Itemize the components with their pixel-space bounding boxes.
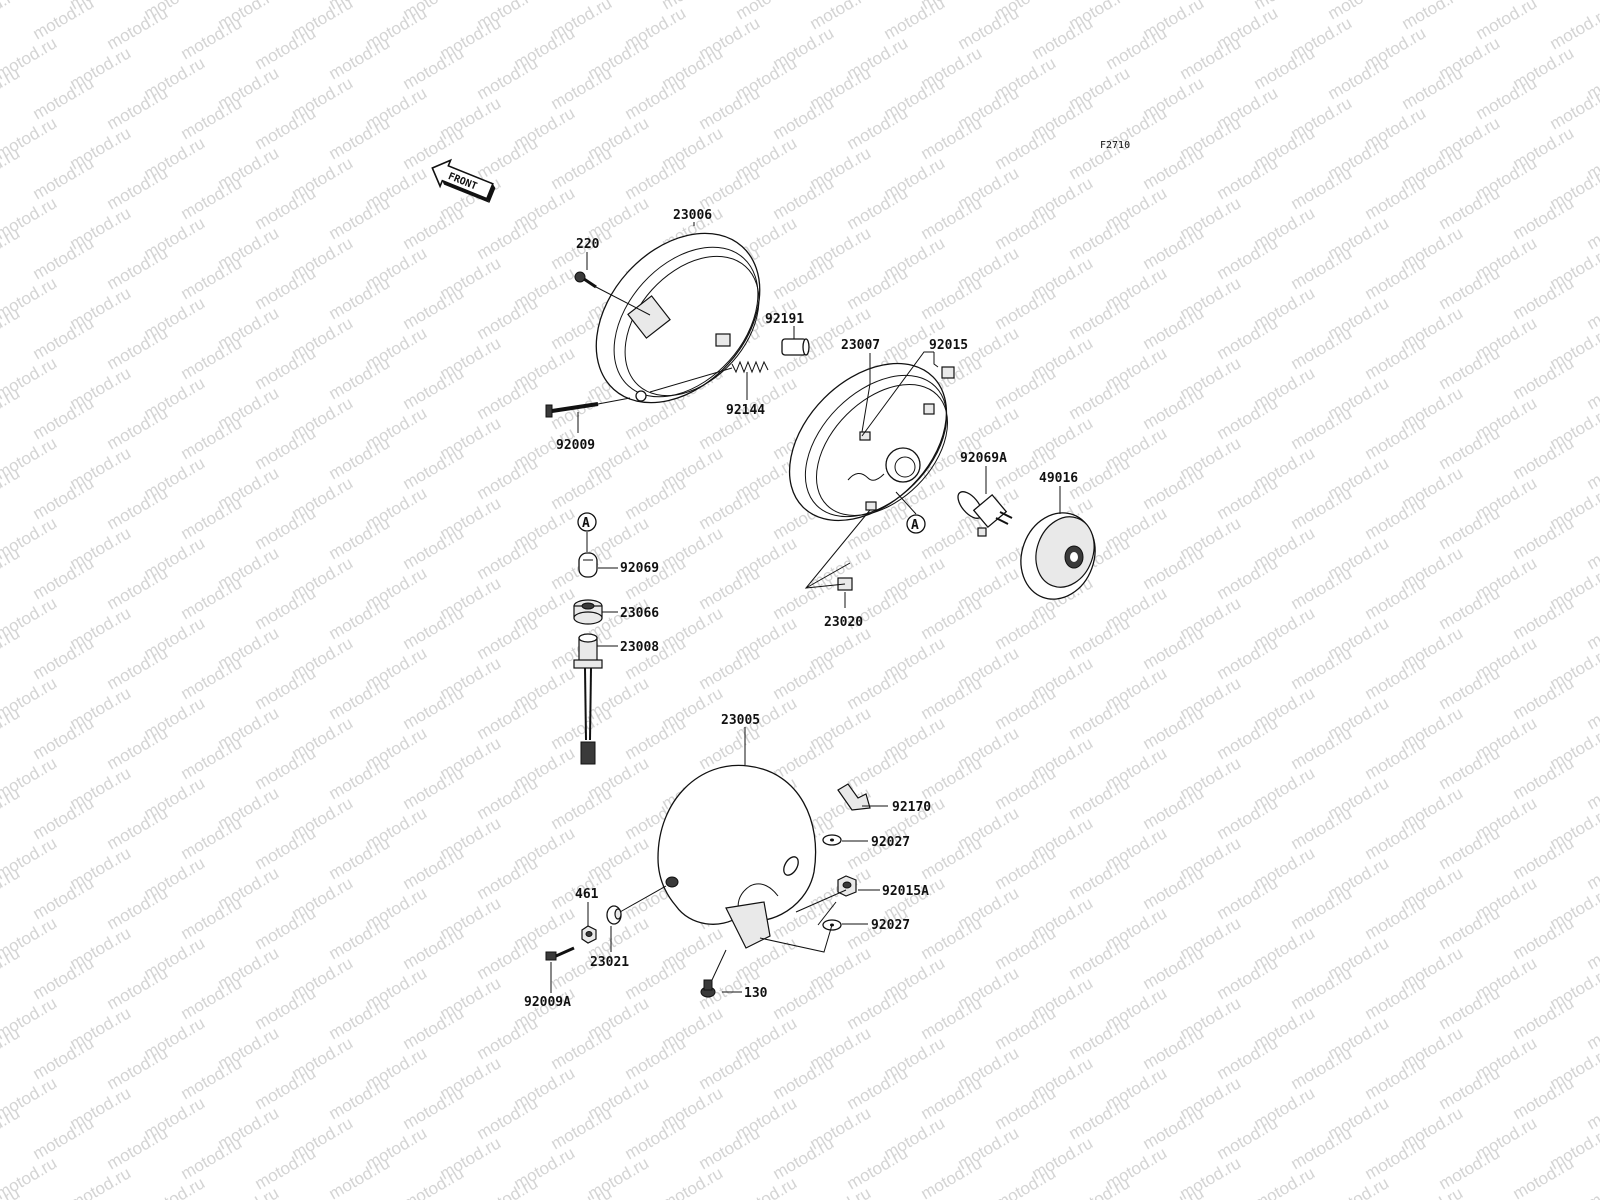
- label-220: 220: [576, 237, 600, 252]
- label-92015: 92015: [929, 338, 968, 353]
- label-92009A: 92009A: [524, 995, 571, 1010]
- part-461-nut: [581, 925, 597, 944]
- label-23006: 23006: [673, 208, 712, 223]
- part-92009-screw: [545, 397, 631, 418]
- part-92144-spring: [731, 360, 769, 374]
- label-23066: 23066: [620, 606, 659, 621]
- label-92015A: 92015A: [882, 884, 929, 899]
- part-92009A-bolt: [545, 946, 575, 961]
- part-23008-socket: [573, 633, 603, 765]
- part-92069A-bulb: [957, 491, 1013, 537]
- ref-marker-a-left: A: [577, 512, 597, 532]
- part-92015A-nut: [837, 875, 857, 897]
- label-92144: 92144: [726, 403, 765, 418]
- part-92191-collar: [781, 338, 810, 356]
- label-23020: 23020: [824, 615, 863, 630]
- part-92015-nut: [941, 366, 955, 379]
- part-23005-housing: [657, 764, 817, 949]
- part-130-screw: [700, 949, 727, 998]
- label-92027-top: 92027: [871, 835, 910, 850]
- part-23007-reflector: [788, 362, 949, 522]
- label-23007: 23007: [841, 338, 880, 353]
- label-92170: 92170: [892, 800, 931, 815]
- label-92191: 92191: [765, 312, 804, 327]
- svg-text:A: A: [911, 518, 919, 533]
- label-92027-bottom: 92027: [871, 918, 910, 933]
- front-arrow-icon: FRONT: [431, 158, 496, 203]
- part-23020-clip: [804, 509, 871, 591]
- label-23005: 23005: [721, 713, 760, 728]
- label-92069A: 92069A: [960, 451, 1007, 466]
- part-92069-bulb: [578, 552, 598, 578]
- part-23066-grommet: [573, 599, 603, 625]
- ref-marker-a-right: A: [906, 514, 926, 534]
- label-92069: 92069: [620, 561, 659, 576]
- label-92009: 92009: [556, 438, 595, 453]
- label-461: 461: [575, 887, 599, 902]
- label-49016: 49016: [1039, 471, 1078, 486]
- label-130: 130: [744, 986, 768, 1001]
- label-23008: 23008: [620, 640, 659, 655]
- diagram-code: F2710: [1100, 140, 1130, 151]
- part-23021-grommet: [606, 885, 667, 925]
- label-23021: 23021: [590, 955, 629, 970]
- part-49016-boot: [1020, 512, 1096, 600]
- svg-text:A: A: [582, 516, 590, 531]
